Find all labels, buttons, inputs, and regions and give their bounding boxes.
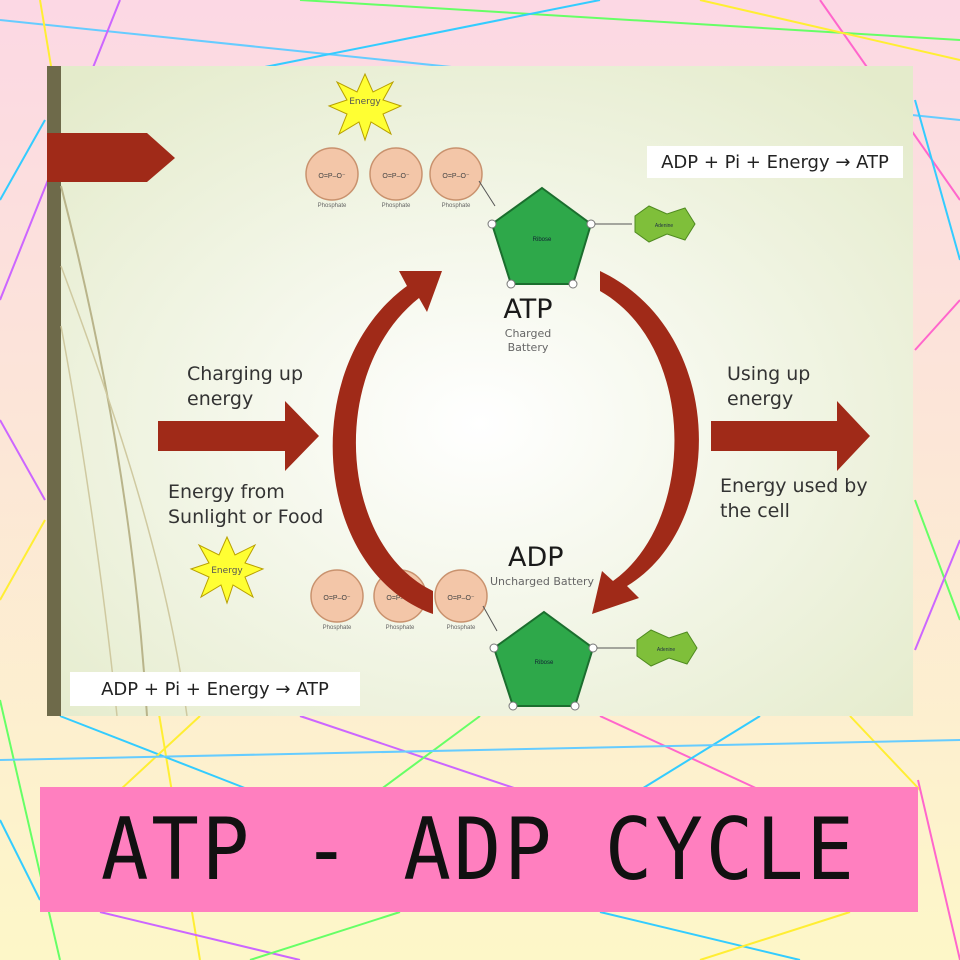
- slide-sidebar: [47, 66, 61, 716]
- equation-box-bottom: ADP + Pi + Energy → ATP: [70, 672, 360, 706]
- adp-subtitle: Uncharged Battery: [490, 575, 595, 589]
- cycle-arrow-right-down: [592, 271, 699, 614]
- energy-source-line1: Energy from: [168, 481, 285, 503]
- atp-molecule: O=P–O⁻ Phosphate O=P–O⁻ Phosphate O=P–O⁻…: [305, 147, 696, 289]
- phosphate-group: O=P–O⁻ Phosphate: [305, 147, 359, 209]
- decorative-curve: [60, 265, 188, 716]
- energy-output-arrow: [711, 401, 870, 471]
- energy-source-line2: Sunlight or Food: [168, 505, 324, 528]
- atp-label-group: ATP Charged Battery: [488, 292, 568, 356]
- energy-burst-bottom: Energy: [189, 535, 265, 605]
- phosphate-label: Phosphate: [386, 625, 415, 631]
- ribose-pentagon: [492, 610, 595, 707]
- atp-adp-diagram-slide: Energy Energy O=P–O⁻ Phosphate O=P–O⁻ Ph…: [47, 66, 913, 716]
- phosphate-formula: O=P–O⁻: [386, 595, 414, 602]
- phosphate-group: O=P–O⁻ Phosphate: [429, 147, 483, 209]
- adp-label-group: ADP Uncharged Battery: [490, 540, 606, 589]
- phosphate-formula: O=P–O⁻: [442, 173, 470, 180]
- ribose-label: Ribose: [535, 660, 554, 666]
- decorative-curve: [60, 185, 148, 716]
- adenine-label: Adenine: [657, 647, 676, 653]
- equation-bottom-text: ADP + Pi + Energy → ATP: [101, 678, 329, 700]
- title-tab-marker: [47, 133, 175, 182]
- equation-box-top: ADP + Pi + Energy → ATP: [647, 146, 903, 178]
- energy-use-line1: Energy used by: [720, 475, 868, 497]
- phosphate-group: O=P–O⁻ Phosphate: [434, 569, 488, 631]
- phosphate-formula: O=P–O⁻: [323, 595, 351, 602]
- phosphate-group: O=P–O⁻ Phosphate: [369, 147, 423, 209]
- phosphate-label: Phosphate: [447, 625, 476, 631]
- atp-title: ATP: [503, 294, 553, 325]
- phosphate-label: Phosphate: [318, 203, 347, 209]
- charging-up-line2: energy: [187, 387, 254, 410]
- using-up-line1: Using up: [727, 363, 811, 385]
- using-up-line2: energy: [727, 387, 794, 410]
- energy-burst-label: Energy: [211, 566, 243, 576]
- adenine-group: [634, 205, 696, 243]
- energy-burst-label: Energy: [349, 97, 381, 107]
- phosphate-formula: O=P–O⁻: [318, 173, 346, 180]
- title-banner: ATP - ADP CYCLE: [40, 787, 918, 912]
- using-up-label: Using up energy: [727, 362, 810, 411]
- phosphate-formula: O=P–O⁻: [382, 173, 410, 180]
- phosphate-label: Phosphate: [323, 625, 352, 631]
- phosphate-formula: O=P–O⁻: [447, 595, 475, 602]
- phosphate-label: Phosphate: [382, 203, 411, 209]
- phosphate-group: O=P–O⁻ Phosphate: [310, 569, 364, 631]
- atp-subtitle: Charged Battery: [504, 327, 552, 355]
- adenine-group: [636, 629, 698, 667]
- charging-input-arrow: [158, 401, 319, 471]
- ribose-label: Ribose: [533, 237, 552, 243]
- phosphate-label: Phosphate: [442, 203, 471, 209]
- cycle-arrow-left-up: [332, 271, 442, 614]
- banner-title: ATP - ADP CYCLE: [101, 799, 857, 900]
- ribose-pentagon: [490, 186, 593, 285]
- adp-title: ADP: [508, 542, 564, 573]
- energy-burst-top: Energy: [327, 72, 403, 142]
- charging-up-label: Charging up energy: [187, 362, 303, 411]
- energy-source-label: Energy from Sunlight or Food: [168, 480, 323, 529]
- charging-up-line1: Charging up: [187, 363, 304, 385]
- energy-use-line2: the cell: [720, 499, 790, 522]
- energy-use-label: Energy used by the cell: [720, 474, 868, 523]
- adenine-label: Adenine: [655, 223, 674, 229]
- equation-top-text: ADP + Pi + Energy → ATP: [661, 151, 889, 173]
